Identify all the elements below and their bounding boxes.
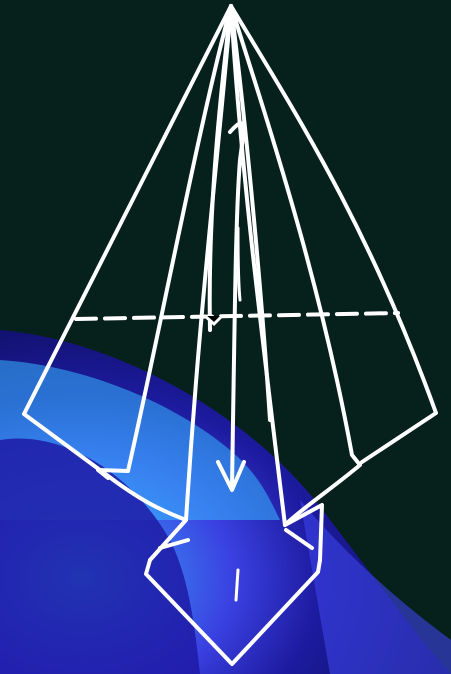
diagram-stage	[0, 0, 451, 674]
origami-diagram	[0, 0, 451, 674]
